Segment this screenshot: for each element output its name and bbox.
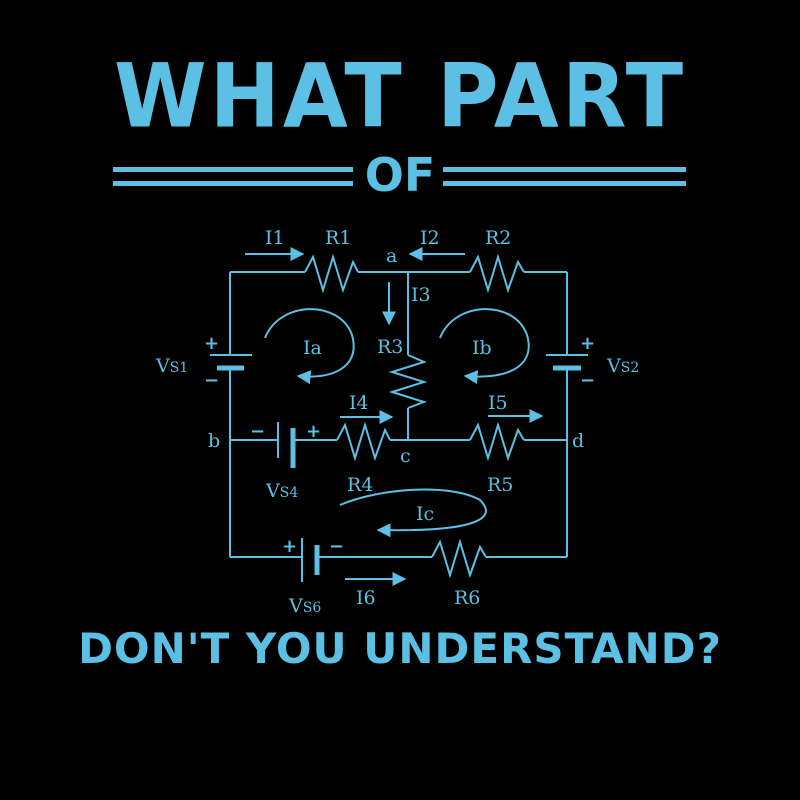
rule-left-top — [113, 167, 353, 172]
label-ic: Ic — [416, 503, 434, 525]
headline: WHAT PART — [113, 44, 687, 148]
rule-right-bottom — [443, 181, 686, 186]
label-ib: Ib — [472, 337, 492, 359]
loop-ib-arrow — [439, 308, 530, 384]
of-word: OF — [364, 148, 436, 202]
label-vs4: VS4 — [265, 480, 298, 502]
label-vs6: VS6 — [288, 595, 321, 617]
resistor-r1 — [304, 253, 359, 294]
vs6-minus: − — [329, 536, 344, 557]
resistor-r3 — [388, 354, 428, 409]
label-r2: R2 — [485, 227, 511, 249]
vs4-plus: + — [306, 421, 321, 442]
loop-ia-arrow — [264, 308, 355, 385]
resistor-r4 — [336, 421, 391, 462]
label-i6: I6 — [356, 587, 376, 609]
vs4-minus: − — [250, 421, 265, 442]
vs1-plus: + — [204, 333, 219, 354]
label-ia: Ia — [303, 337, 322, 359]
label-r4: R4 — [347, 474, 373, 496]
label-r1: R1 — [325, 227, 351, 249]
label-i3: I3 — [411, 284, 431, 306]
vs2-minus: − — [580, 370, 595, 391]
vs1-minus: − — [204, 370, 219, 391]
resistor-r6 — [431, 538, 487, 579]
loop-ic-arrow — [339, 488, 487, 538]
label-vs1: VS1 — [155, 355, 188, 377]
label-r3: R3 — [377, 336, 403, 358]
label-r6: R6 — [454, 587, 480, 609]
node-a: a — [386, 245, 397, 267]
label-i4: I4 — [349, 392, 369, 414]
node-d: d — [572, 430, 584, 452]
node-c: c — [400, 445, 411, 467]
label-i2: I2 — [420, 227, 440, 249]
label-i5: I5 — [488, 392, 508, 414]
resistor-r2 — [469, 253, 525, 294]
node-b: b — [208, 430, 220, 452]
question-text: DON'T YOU UNDERSTAND? — [78, 624, 722, 673]
rule-left-bottom — [113, 181, 353, 186]
label-r5: R5 — [487, 474, 513, 496]
rule-right-top — [443, 167, 686, 172]
label-i1: I1 — [265, 227, 285, 249]
vs2-plus: + — [580, 333, 595, 354]
label-vs2: VS2 — [606, 355, 639, 377]
vs6-plus: + — [282, 536, 297, 557]
resistor-r5 — [469, 421, 525, 462]
